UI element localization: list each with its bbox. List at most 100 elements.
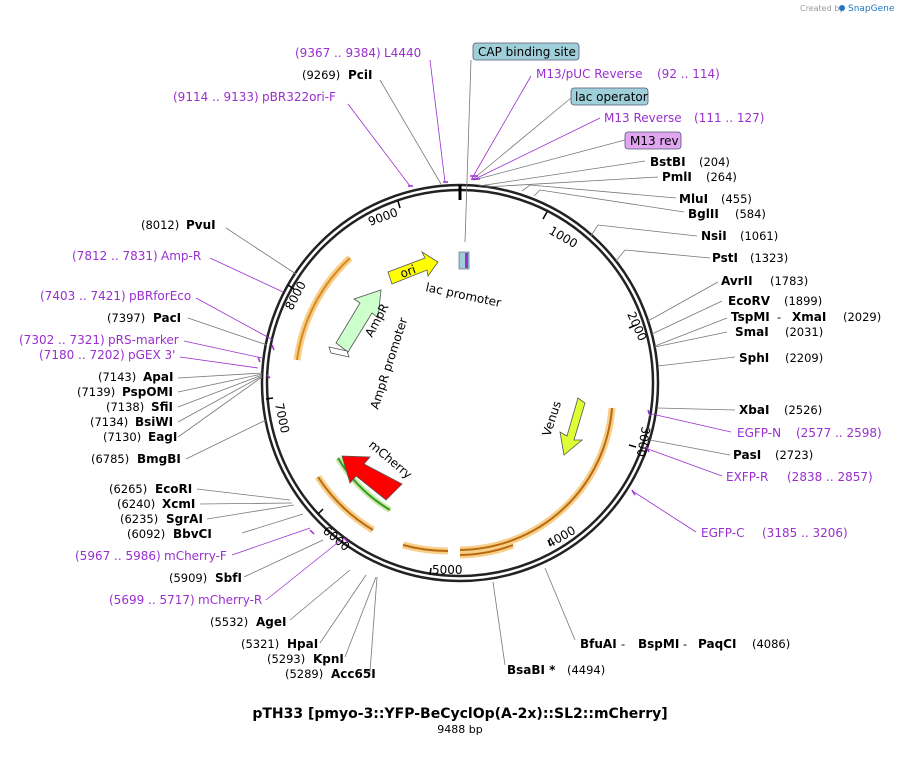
pmyo3-arc [317, 476, 374, 531]
lac-promoter-label: lac promoter [424, 280, 502, 310]
site-M13pUC-pos: (92 .. 114) [657, 67, 720, 81]
ampr-promoter-arrow [328, 346, 350, 358]
venus-arrow [559, 397, 586, 456]
site-L4440-pos: (9367 .. 9384) [295, 46, 381, 60]
site-ApaI-pos: (7143) [98, 370, 136, 384]
site-AgeI-pos: (5532) [210, 615, 248, 629]
site-AmpR-pos: (7812 .. 7831) [72, 249, 158, 263]
site-M13pUC-name: M13/pUC Reverse [536, 67, 643, 81]
site-BstBI-name: BstBI [650, 155, 686, 169]
tick-7000: 7000 [272, 402, 292, 435]
site-EcoRV-pos: (1899) [784, 294, 822, 308]
sl2-arc [459, 544, 514, 556]
site-BsaBI-name: BsaBI * [507, 663, 556, 677]
tick-8000: 8000 [282, 279, 309, 313]
site-SphI-name: SphI [739, 351, 769, 365]
mcherry-arrow [341, 455, 403, 501]
right-label-group: M13/pUC Reverse (92 .. 114) M13 Reverse … [536, 67, 882, 540]
site-BspMI-name: BspMI [638, 637, 679, 651]
site-SmaI-pos: (2031) [785, 325, 823, 339]
site-ApaI-name: ApaI [143, 370, 173, 384]
cap-site-marker [458, 251, 470, 270]
site-M13Rev-name: M13 Reverse [604, 111, 682, 125]
cap-binding-site-box [472, 42, 580, 61]
site-Acc65I-name: Acc65I [331, 667, 376, 681]
site-EagI-pos: (7130) [103, 430, 141, 444]
m13-rev-label: M13 rev [630, 134, 679, 148]
site-PacI-name: PacI [153, 311, 181, 325]
site-XbaI-pos: (2526) [784, 403, 822, 417]
site-BmgBI-name: BmgBI [137, 452, 181, 466]
site-BsiWI-pos: (7134) [90, 415, 128, 429]
m13-rev-marker [465, 253, 468, 268]
site-HpaI-pos: (5321) [241, 637, 279, 651]
bottom-label-group: BfuAI - BspMI - PaqCI (4086) BsaBI * (44… [507, 637, 790, 677]
site-PstI-name: PstI [712, 251, 738, 265]
site-M13Rev-pos: (111 .. 127) [694, 111, 764, 125]
site-MluI-name: MluI [679, 192, 708, 206]
site-PciI-pos: (9269) [302, 68, 340, 82]
ori-arrow [387, 250, 439, 285]
site-PspOMI-pos: (7139) [77, 385, 115, 399]
site-SgrAI-pos: (6235) [120, 512, 158, 526]
m13-rev-box [624, 131, 682, 150]
site-TspMI-name: TspMI [731, 310, 770, 324]
site-BfuAI-sep1: - [621, 637, 625, 651]
site-PspOMI-name: PspOMI [122, 385, 173, 399]
site-PmlI-name: PmlI [662, 170, 692, 184]
left-label-group: (9367 .. 9384) L4440 (9269) PciI (9114 .… [19, 46, 421, 681]
snapgene-brand: SnapGene [848, 4, 895, 14]
site-mCherryR-pos: (5699 .. 5717) [109, 593, 195, 607]
site-mCherryF-name: mCherry-F [164, 549, 227, 563]
site-PstI-pos: (1323) [750, 251, 788, 265]
site-AmpR-name: Amp-R [161, 249, 201, 263]
site-EGFPC-pos: (3185 .. 3206) [762, 526, 848, 540]
lac-operator-label: lac operator [575, 90, 648, 104]
site-SbfI-pos: (5909) [169, 571, 207, 585]
primer-markers-left [257, 181, 448, 543]
site-PciI-name: PciI [348, 68, 373, 82]
site-NsiI-pos: (1061) [740, 229, 778, 243]
site-TspMI-pos: (2029) [843, 310, 881, 324]
site-mCherryF-pos: (5967 .. 5986) [75, 549, 161, 563]
site-TspMI-sep: - [777, 310, 781, 324]
site-pRS-pos: (7302 .. 7321) [19, 333, 105, 347]
backbone-outer [260, 183, 660, 583]
plasmid-title: pTH33 [pmyo-3::YFP-BeCyclOp(A-2x)::SL2::… [252, 706, 667, 722]
site-HpaI-name: HpaI [287, 637, 318, 651]
site-SmaI-name: SmaI [735, 325, 769, 339]
site-pGEX-name: pGEX 3' [128, 348, 175, 362]
site-BfuAI-name: BfuAI [580, 637, 617, 651]
site-EXFPR-name: EXFP-R [726, 470, 768, 484]
mcherry-inner-arc [337, 457, 391, 511]
site-PasI-pos: (2723) [775, 448, 813, 462]
primer-markers-right [470, 175, 651, 496]
ampr-arc [296, 257, 351, 361]
site-BglII-pos: (584) [735, 207, 766, 221]
backbone-inner [265, 188, 655, 578]
site-AgeI-name: AgeI [256, 615, 286, 629]
ring-ticks [265, 200, 637, 576]
site-BbvCI-pos: (6092) [127, 527, 165, 541]
site-mCherryR-name: mCherry-R [198, 593, 262, 607]
tick-6000: 6000 [320, 524, 352, 554]
site-SphI-pos: (2209) [785, 351, 823, 365]
left-leaders [177, 59, 446, 673]
site-SfiI-name: SfiI [151, 400, 173, 414]
site-EagI-name: EagI [148, 430, 177, 444]
site-BsaBI-pos: (4494) [567, 663, 605, 677]
site-XbaI-name: XbaI [739, 403, 769, 417]
snapgene-logo-icon [839, 5, 845, 11]
ori-label: ori [398, 262, 417, 280]
site-AvrII-name: AvrII [721, 274, 753, 288]
site-EcoRV-name: EcoRV [728, 294, 771, 308]
lac-operator-box [570, 87, 649, 106]
ampr-arrow [335, 289, 382, 353]
tick-3000: 3000 [634, 425, 653, 458]
tick-5000: 5000 [432, 563, 463, 577]
site-BfuAI-sep2: - [683, 637, 687, 651]
site-BmgBI-pos: (6785) [91, 452, 129, 466]
site-BsiWI-name: BsiWI [135, 415, 173, 429]
site-KpnI-name: KpnI [313, 652, 344, 666]
